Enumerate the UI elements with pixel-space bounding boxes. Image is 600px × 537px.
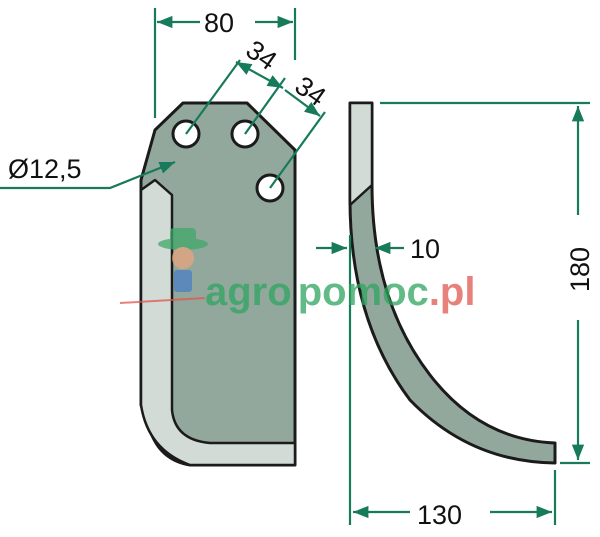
watermark-text-agro: agro	[205, 270, 292, 314]
dim-depth: 130	[417, 500, 462, 530]
dim-thickness: 10	[410, 234, 440, 264]
dim-hole-spacing-2: 34	[290, 70, 332, 112]
dim-height: 180	[565, 247, 595, 292]
blade-front-view	[139, 101, 297, 467]
blade-side-view	[348, 101, 557, 465]
watermark-text-pl: .pl	[429, 270, 476, 314]
dim-width-80: 80	[204, 8, 234, 38]
dim-hole-spacing-1: 34	[241, 34, 283, 76]
dim-hole-diameter: Ø12,5	[8, 154, 82, 184]
dimension-lines	[0, 8, 590, 525]
watermark-text-pomoc: pomoc	[298, 270, 429, 314]
